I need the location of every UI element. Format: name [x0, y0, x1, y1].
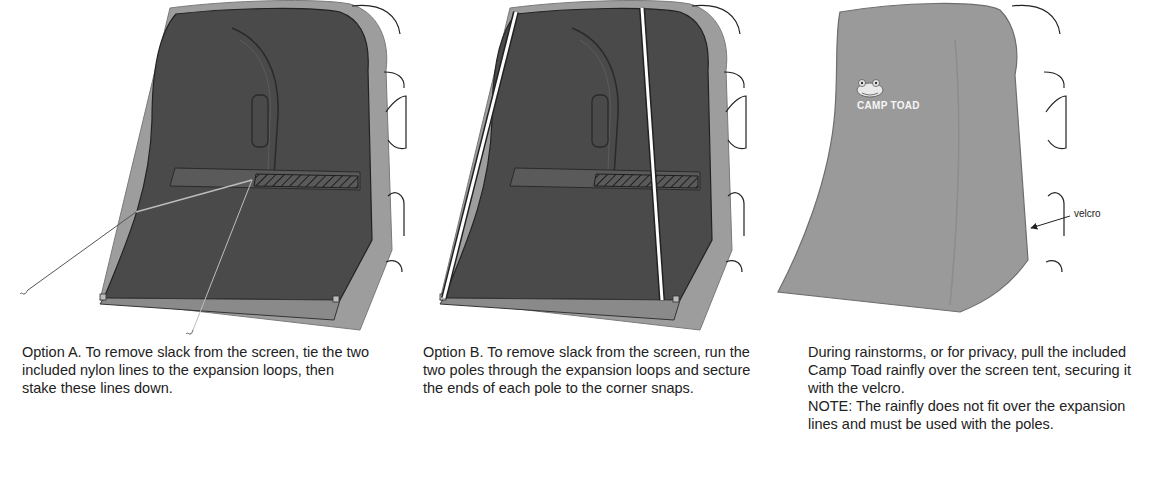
car-rear [1012, 5, 1066, 272]
expansion-line [136, 180, 252, 212]
note: NOTE: The rainfly does not fit over the … [808, 397, 1143, 433]
part-label: velcro [1074, 208, 1101, 219]
pole-outline [444, 12, 516, 298]
pole-outline [642, 8, 662, 300]
caption: Option B. To remove slack from the scree… [423, 343, 758, 397]
tent-screen [440, 1, 732, 330]
option-b-figure [440, 1, 746, 330]
rainfly-figure [778, 3, 1070, 312]
leader-arrow [1031, 216, 1070, 228]
stake [20, 290, 28, 294]
nylon-line [193, 180, 252, 330]
stake [186, 330, 193, 334]
car-rear [352, 5, 406, 272]
tent-screen [100, 1, 392, 330]
brand-logo: CAMP TOAD [857, 100, 920, 111]
pole [642, 8, 662, 300]
option-a-figure [20, 1, 406, 334]
pole [444, 12, 516, 298]
rainfly-fold [950, 40, 959, 305]
rainfly [778, 3, 1028, 312]
nylon-line [28, 212, 136, 290]
caption: Option A. To remove slack from the scree… [22, 343, 372, 397]
caption: During rainstorms, or for privacy, pull … [808, 343, 1143, 397]
car-rear [692, 5, 746, 272]
frog-logo [857, 80, 883, 98]
